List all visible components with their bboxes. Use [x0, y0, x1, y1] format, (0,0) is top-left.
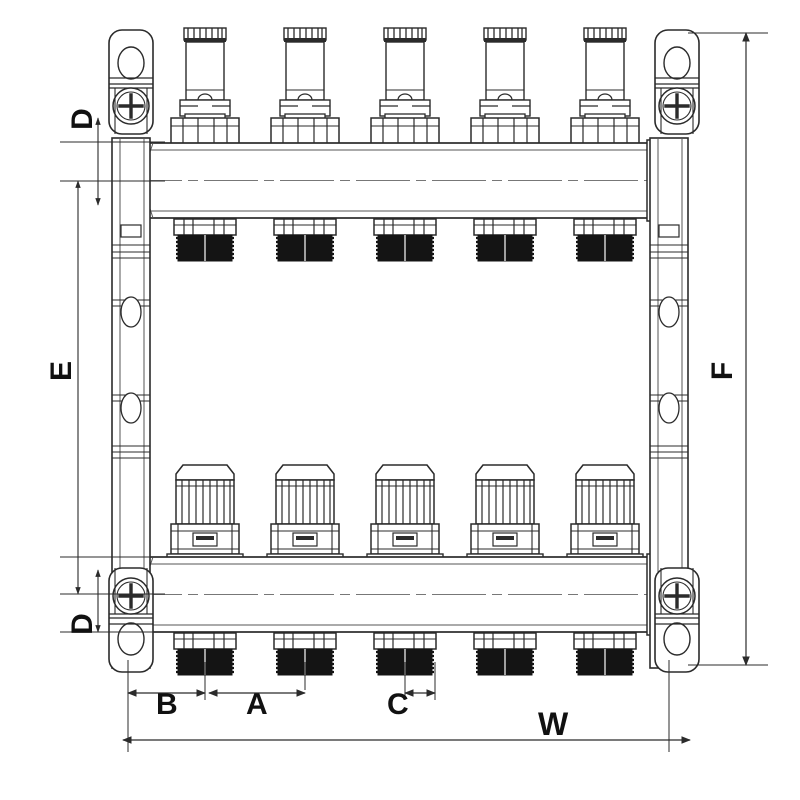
upper-outlet-3 — [372, 217, 438, 263]
mounting-bracket-top-left — [107, 28, 155, 136]
dimension-label-B: B — [156, 688, 178, 721]
lower-manifold-assembly — [117, 464, 678, 677]
dimension-label-W: W — [538, 706, 569, 742]
thermostatic-knob-4 — [466, 464, 544, 562]
upper-outlet-1 — [172, 217, 238, 263]
upper-outlet-group — [172, 217, 638, 263]
upper-outlet-5 — [572, 217, 638, 263]
dimension-label-D-bottom: D — [65, 613, 99, 635]
dimension-lines — [60, 32, 768, 752]
upper-outlet-4 — [472, 217, 538, 263]
upper-manifold-assembly — [117, 27, 678, 263]
thermostatic-knob-3 — [366, 464, 444, 562]
upper-manifold-pipe — [128, 142, 672, 219]
thermostatic-knob-group — [166, 464, 644, 562]
mounting-bracket-bottom-right — [653, 566, 701, 674]
lower-outlet-4 — [472, 631, 538, 677]
lower-outlet-5 — [572, 631, 638, 677]
dimension-label-F: F — [706, 361, 740, 381]
upper-outlet-2 — [272, 217, 338, 263]
dimension-label-E: E — [45, 360, 79, 382]
mounting-bracket-top-right — [653, 28, 701, 136]
lower-manifold-pipe — [128, 556, 672, 633]
thermostatic-knob-1 — [166, 464, 244, 562]
drawing-body — [60, 27, 768, 752]
dimension-label-D-top: D — [65, 108, 99, 130]
dimension-label-C: C — [387, 688, 409, 721]
thermostatic-knob-5 — [566, 464, 644, 562]
thermostatic-knob-2 — [266, 464, 344, 562]
dimension-E — [60, 180, 165, 595]
mounting-bracket-bottom-left — [107, 566, 155, 674]
dimension-D-bottom — [60, 556, 165, 633]
dimension-F — [688, 32, 768, 666]
dimension-label-A: A — [246, 688, 268, 721]
